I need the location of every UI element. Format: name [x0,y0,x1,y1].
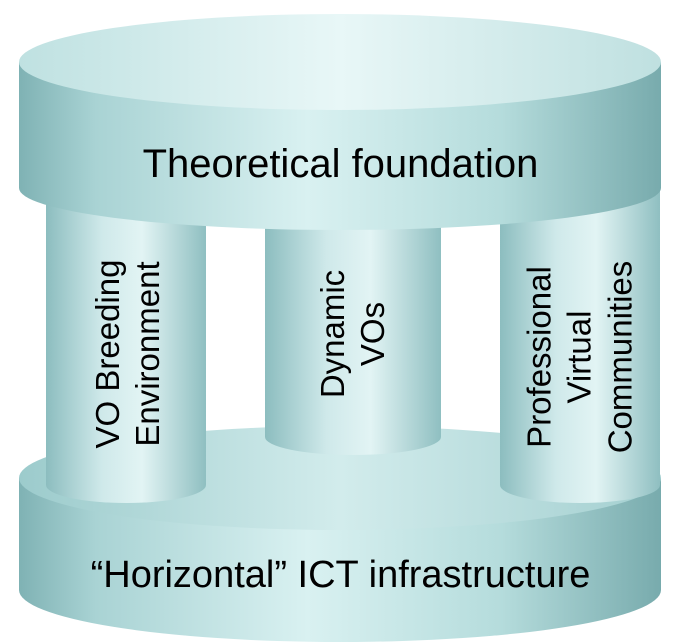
pillar-middle-label: Dynamic VOs [313,270,394,398]
top-platform [19,14,661,230]
base-platform-label: “Horizontal” ICT infrastructure [90,554,591,596]
top-platform-face [19,14,661,110]
pillar-right-line: Professional [520,266,558,448]
pillar-left-line: VO Breeding [88,259,126,449]
pillar-middle-line: VOs [354,301,391,367]
pillar-left-line: Environment [129,261,166,447]
top-platform-label: Theoretical foundation [142,142,539,186]
pillar-right-label: Professional Virtual Communities [520,261,641,454]
pillar-right [500,190,660,503]
pillar-right-line: Virtual [560,310,598,404]
pillar-middle-line: Dynamic [313,269,351,399]
top-platform-side [19,62,661,230]
pillar-left [46,190,206,503]
pillar-right-line: Communities [601,260,639,454]
pillar-middle [265,190,441,455]
pillar-left-label: VO Breeding Environment [88,260,169,449]
